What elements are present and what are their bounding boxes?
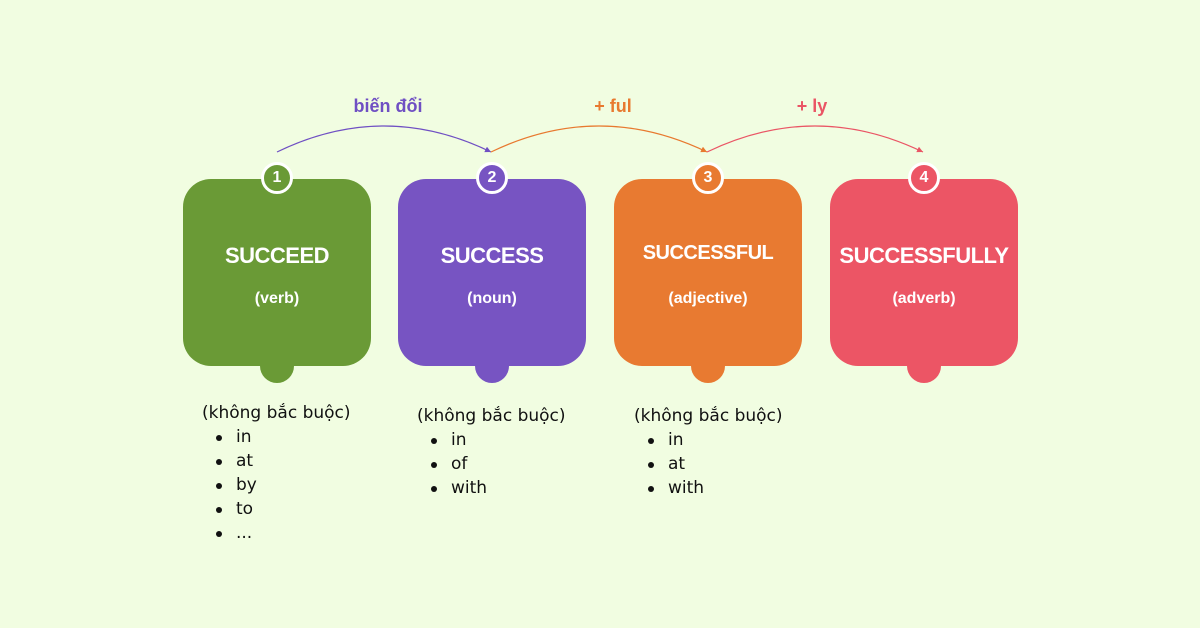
card-word: SUCCEED [224, 243, 330, 268]
card-word: SUCCESS [440, 243, 544, 268]
list-item: ... [216, 521, 351, 545]
bullet-icon [216, 459, 222, 465]
card-part-of-speech: (adjective) [668, 290, 748, 307]
bullet-icon [648, 438, 654, 444]
preposition-items: in at with [634, 428, 783, 500]
bullet-icon [648, 486, 654, 492]
card-adjective: 3 SUCCESSFUL (adjective) [614, 162, 802, 383]
preposition-items: in at by to ... [202, 425, 351, 545]
step-badge-3: 3 [692, 162, 724, 194]
list-item-text: to [236, 499, 254, 519]
card-word: SUCCESSFULLY [839, 243, 1009, 268]
list-item-text: with [451, 478, 488, 498]
card-tab [907, 349, 941, 383]
preposition-items: in of with [417, 428, 566, 500]
list-item-text: in [236, 427, 252, 447]
preposition-list-adjective: (không bắc buộc) in at with [634, 404, 783, 500]
list-item: to [216, 497, 351, 521]
bullet-icon [216, 531, 222, 537]
list-item-text: in [668, 430, 684, 450]
card-tab [260, 349, 294, 383]
arrow-3-to-4 [706, 125, 924, 153]
list-item: in [431, 428, 566, 452]
list-item-text: by [236, 475, 257, 495]
list-item-text: at [236, 451, 254, 471]
list-item: in [216, 425, 351, 449]
arrow-2-to-3 [490, 125, 708, 153]
step-badge-1: 1 [261, 162, 293, 194]
list-item: with [648, 476, 783, 500]
list-item-text: ... [236, 523, 253, 543]
card-tab [691, 349, 725, 383]
optional-note: (không bắc buộc) [634, 406, 783, 426]
bullet-icon [216, 435, 222, 441]
arrow-1-to-2 [276, 125, 492, 153]
optional-note: (không bắc buộc) [202, 403, 351, 423]
card-part-of-speech: (adverb) [892, 290, 956, 307]
list-item-text: at [668, 454, 686, 474]
list-item: in [648, 428, 783, 452]
bullet-icon [431, 462, 437, 468]
card-word: SUCCESSFUL [642, 242, 774, 264]
card-verb: 1 SUCCEED (verb) [183, 162, 371, 383]
bullet-icon [216, 507, 222, 513]
list-item: with [431, 476, 566, 500]
card-noun: 2 SUCCESS (noun) [398, 162, 586, 383]
card-part-of-speech: (noun) [467, 290, 517, 307]
preposition-list-verb: (không bắc buộc) in at by to ... [202, 401, 351, 545]
preposition-list-noun: (không bắc buộc) in of with [417, 404, 566, 500]
list-item: at [648, 452, 783, 476]
card-part-of-speech: (verb) [254, 290, 300, 307]
list-item: at [216, 449, 351, 473]
list-item: of [431, 452, 566, 476]
bullet-icon [648, 462, 654, 468]
bullet-icon [431, 438, 437, 444]
arrow-label-ful: + ful [594, 96, 632, 116]
optional-note: (không bắc buộc) [417, 406, 566, 426]
list-item-text: in [451, 430, 467, 450]
arrow-label-transform: biến đổi [353, 96, 423, 116]
list-item: by [216, 473, 351, 497]
step-badge-4: 4 [908, 162, 940, 194]
bullet-icon [216, 483, 222, 489]
arrow-label-ly: + ly [796, 96, 828, 116]
list-item-text: of [451, 454, 468, 474]
card-tab [475, 349, 509, 383]
step-badge-2: 2 [476, 162, 508, 194]
bullet-icon [431, 486, 437, 492]
list-item-text: with [668, 478, 705, 498]
card-adverb: 4 SUCCESSFULLY (adverb) [830, 162, 1018, 383]
